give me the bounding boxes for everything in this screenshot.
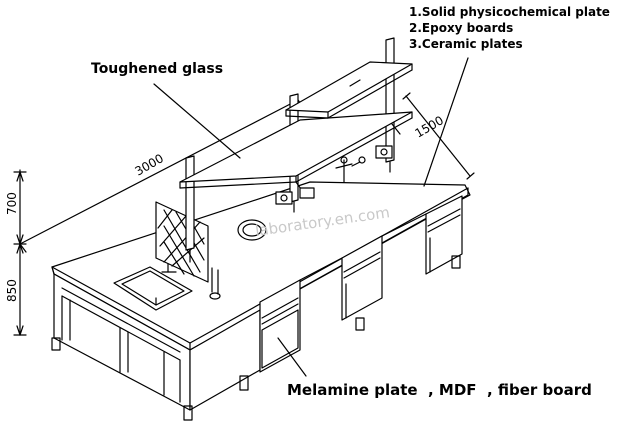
cabinet-front <box>259 279 301 373</box>
worktop-option-1: 1.Solid physicochemical plate <box>409 5 610 19</box>
sink-cabinet <box>51 273 261 421</box>
worktop-option-2: 2.Epoxy boards <box>409 21 514 35</box>
sink-basin <box>113 266 193 311</box>
cabinet-right <box>381 195 463 275</box>
leader-lines <box>153 57 469 377</box>
length-dimension: 3000 <box>133 151 166 178</box>
instrument-hoop <box>237 219 267 241</box>
pegboard-drying-rack <box>155 201 209 283</box>
worktop-option-3: 3.Ceramic plates <box>409 37 523 51</box>
gas-valves <box>335 156 366 183</box>
cabinet-middle <box>299 235 383 331</box>
dimension-lines <box>13 92 475 336</box>
power-outlets <box>275 145 393 205</box>
bench-height-dimension: 850 <box>5 279 19 302</box>
shelf-height-dimension: 700 <box>5 192 19 215</box>
toughened-glass-label: Toughened glass <box>91 61 224 77</box>
upper-glass-shelf <box>285 61 413 119</box>
cabinet-material-label: Melamine plate , MDF , fiber board <box>287 381 592 399</box>
lower-glass-shelf <box>179 111 413 197</box>
eye-wash-tap <box>209 267 221 300</box>
